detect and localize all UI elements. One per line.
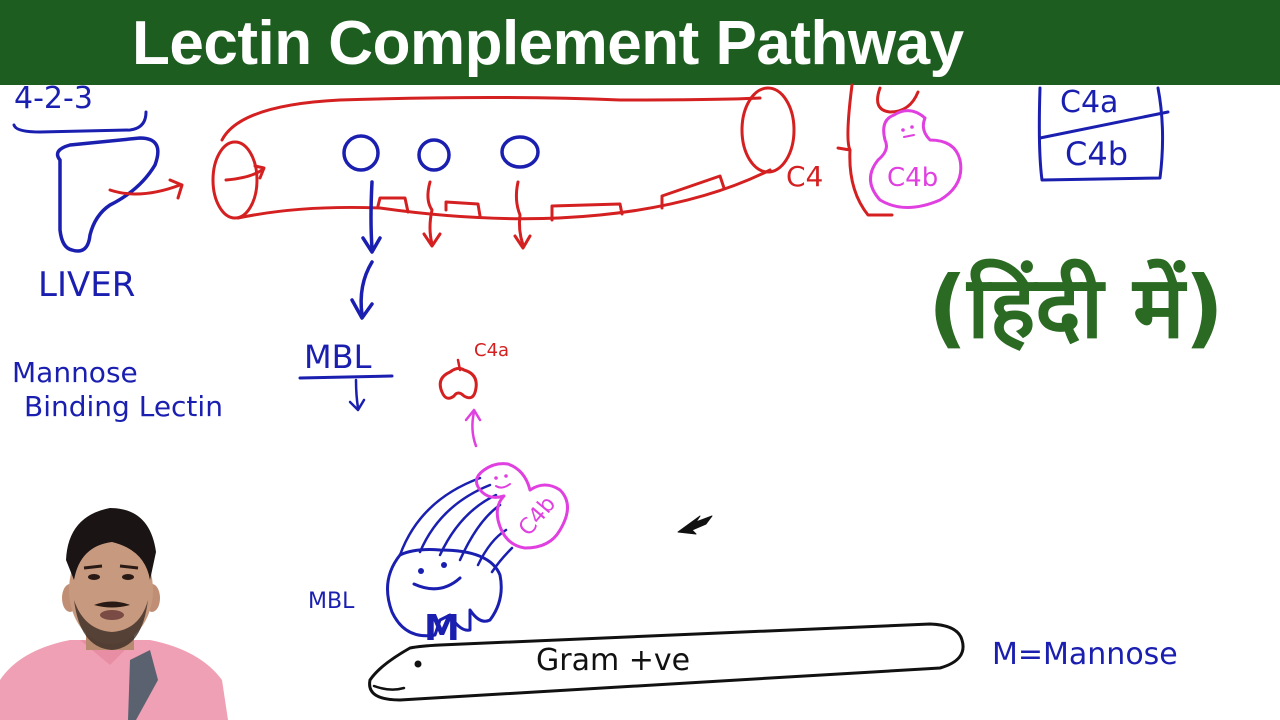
svg-text:M=Mannose: M=Mannose (992, 637, 1178, 672)
mannose-legend: M=Mannose (992, 637, 1178, 672)
svg-text:C4b: C4b (514, 492, 561, 541)
svg-text:C4b: C4b (887, 163, 938, 193)
svg-text:C4b: C4b (1065, 135, 1128, 173)
gram-positive-bacterium: Gram +ve (368, 622, 965, 702)
svg-text:4-2-3: 4-2-3 (14, 81, 93, 116)
svg-text:C4a: C4a (1060, 85, 1118, 120)
c4-fraction-box: C4a C4b (1037, 85, 1170, 182)
mbl-definition: Mannose Binding Lectin (12, 356, 223, 423)
presenter-avatar (0, 480, 228, 720)
svg-text:LIVER: LIVER (38, 265, 135, 305)
svg-text:M: M (424, 608, 460, 649)
svg-text:MBL: MBL (308, 589, 355, 614)
svg-text:MBL: MBL (304, 338, 372, 376)
mbl-abbrev: MBL (298, 338, 394, 412)
svg-text:Mannose: Mannose (12, 356, 138, 389)
c4-split-drawing: C4b (869, 86, 963, 209)
presenter-video (0, 480, 228, 720)
svg-text:C4a: C4a (474, 340, 509, 361)
page-title: Lectin Complement Pathway (132, 9, 964, 78)
c4a-fragment: C4a (438, 340, 509, 448)
chromosome-label: 4-2-3 (12, 81, 148, 134)
c4b-bound-drawing: C4b (475, 462, 569, 550)
hindi-badge: (हिंदी में) (928, 258, 1224, 358)
svg-text:Binding Lectin: Binding Lectin (24, 390, 223, 423)
mbl-circles (342, 134, 540, 320)
svg-text:Gram +ve: Gram +ve (536, 643, 690, 678)
pointer-cursor-icon (677, 515, 713, 535)
svg-text:C4: C4 (786, 160, 823, 193)
liver-drawing: LIVER (38, 136, 184, 305)
mbl-molecule-drawing: M MBL (308, 476, 514, 649)
blood-vessel-drawing: C4 (211, 83, 894, 250)
title-banner: Lectin Complement Pathway (0, 0, 1280, 85)
